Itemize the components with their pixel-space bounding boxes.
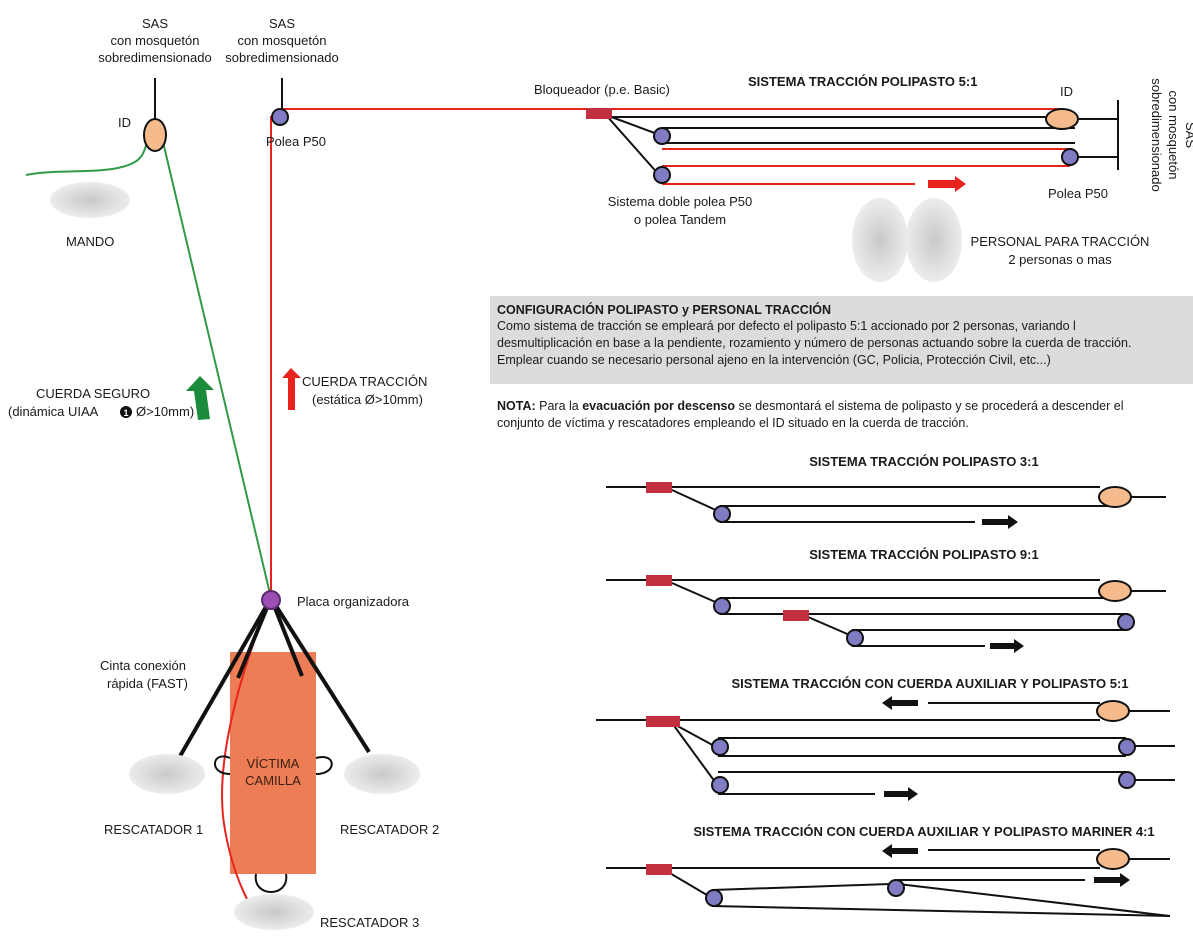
cuerda-traccion-sub: (estática Ø>10mm) bbox=[312, 392, 423, 407]
nota-line-1: NOTA: Para la evacuación por descenso se… bbox=[497, 398, 1193, 415]
sas-vertical: SAS con mosquetón sobredimensionado bbox=[1149, 78, 1193, 191]
cuerda-traccion-title: CUERDA TRACCIÓN bbox=[302, 374, 427, 389]
system-9-1-title: SISTEMA TRACCIÓN POLIPASTO 9:1 bbox=[809, 547, 1038, 562]
system-9-1 bbox=[606, 575, 1166, 653]
top-system-title: SISTEMA TRACCIÓN POLIPASTO 5:1 bbox=[748, 74, 977, 89]
rescuer-2-figure bbox=[344, 754, 420, 794]
cuerda-seguro-sub-1: (dinámica UIAA bbox=[8, 404, 99, 419]
config-heading: CONFIGURACIÓN POLIPASTO y PERSONAL TRACC… bbox=[497, 303, 832, 317]
system-mariner-4-1 bbox=[606, 844, 1171, 917]
system-aux-5-1 bbox=[596, 696, 1175, 801]
id-device bbox=[143, 118, 167, 152]
sas-1-line-2: con mosquetón bbox=[111, 33, 200, 48]
nota-pre: Para la bbox=[535, 399, 583, 413]
rescuer-3-figure bbox=[234, 894, 314, 930]
pulley-double-bottom bbox=[653, 166, 671, 184]
cinta-line-2: rápida (FAST) bbox=[107, 676, 188, 691]
fast-strap-3 bbox=[236, 597, 273, 679]
sas-1-line-1: SAS bbox=[142, 16, 168, 31]
sas-1-line-3: sobredimensionado bbox=[98, 50, 211, 65]
info-number-1-text: 1 bbox=[123, 408, 128, 418]
system-top-5-1 bbox=[586, 100, 1119, 192]
system-aux-5-1-title: SISTEMA TRACCIÓN CON CUERDA AUXILIAR Y P… bbox=[731, 676, 1128, 691]
handle-left bbox=[214, 755, 231, 775]
system-3-1 bbox=[606, 482, 1166, 529]
sas-vertical-line-2: con mosquetón bbox=[1166, 91, 1181, 180]
sas-vertical-line-1: SAS bbox=[1183, 122, 1193, 148]
config-line-3: Emplear cuando se necesario personal aje… bbox=[497, 353, 1051, 367]
fast-strap-4 bbox=[269, 597, 304, 677]
rescuer-1-figure bbox=[129, 754, 205, 794]
arrow-right-red-icon bbox=[928, 176, 966, 192]
polea-p50-right-label: Polea P50 bbox=[1048, 186, 1108, 201]
cuerda-seguro-sub-2: Ø>10mm) bbox=[136, 404, 194, 419]
organizer-plate bbox=[261, 590, 281, 610]
id-device-top bbox=[1045, 108, 1079, 130]
safety-rope bbox=[162, 141, 272, 599]
nota-line-2: conjunto de víctima y rescatadores emple… bbox=[497, 416, 969, 430]
sas-2-line-1: SAS bbox=[269, 16, 295, 31]
pulley-p50-right bbox=[1061, 148, 1079, 166]
nota-post: se desmontará el sistema de polipasto y … bbox=[735, 399, 1124, 413]
doble-polea-line-1: Sistema doble polea P50 bbox=[608, 194, 753, 209]
personal-line-2: 2 personas o mas bbox=[1008, 252, 1112, 267]
id-top-label: ID bbox=[1060, 84, 1073, 99]
handle-right bbox=[315, 755, 333, 775]
doble-polea-line-2: o polea Tandem bbox=[634, 212, 726, 227]
victima-line-2: CAMILLA bbox=[245, 773, 301, 788]
rescatador-2-label: RESCATADOR 2 bbox=[340, 822, 439, 837]
system-3-1-title: SISTEMA TRACCIÓN POLIPASTO 3:1 bbox=[809, 454, 1038, 469]
mando-label: MANDO bbox=[66, 234, 114, 249]
traction-person-2 bbox=[906, 198, 962, 282]
rescatador-3-label: RESCATADOR 3 bbox=[320, 915, 419, 930]
rescatador-1-label: RESCATADOR 1 bbox=[104, 822, 203, 837]
safety-rope-tail bbox=[25, 139, 149, 176]
pulley-double-top bbox=[653, 127, 671, 145]
config-line-1: Como sistema de tracción se empleará por… bbox=[497, 319, 1076, 333]
arrow-left-icon bbox=[882, 844, 918, 858]
pulley-p50-left bbox=[271, 108, 289, 126]
polea-p50-left-label: Polea P50 bbox=[266, 134, 326, 149]
arrow-up-red-icon bbox=[282, 368, 301, 410]
config-line-2: desmultiplicación en base a la pendiente… bbox=[497, 336, 1132, 350]
nota-label: NOTA: bbox=[497, 399, 536, 413]
personal-line-1: PERSONAL PARA TRACCIÓN bbox=[971, 234, 1150, 249]
arrow-up-green-icon bbox=[186, 376, 214, 420]
arrow-right-icon bbox=[982, 515, 1018, 529]
nota-bold: evacuación por descenso bbox=[582, 399, 736, 413]
fast-strap-1 bbox=[177, 597, 273, 759]
blocker-top bbox=[586, 108, 612, 119]
cinta-line-1: Cinta conexión bbox=[100, 658, 186, 673]
placa-label: Placa organizadora bbox=[297, 594, 410, 609]
arrow-right-icon bbox=[884, 787, 918, 801]
bloqueador-label: Bloqueador (p.e. Basic) bbox=[534, 82, 670, 97]
fast-strap-2 bbox=[269, 596, 371, 754]
sas-2-line-3: sobredimensionado bbox=[225, 50, 338, 65]
arrow-right-icon bbox=[1094, 873, 1130, 887]
stretcher bbox=[230, 652, 316, 874]
system-mariner-title: SISTEMA TRACCIÓN CON CUERDA AUXILIAR Y P… bbox=[693, 824, 1154, 839]
info-number-1-icon bbox=[120, 406, 132, 418]
id-label: ID bbox=[118, 115, 131, 130]
config-box bbox=[490, 296, 1193, 384]
arrow-left-icon bbox=[882, 696, 918, 710]
victima-line-1: VÍCTIMA bbox=[247, 756, 300, 771]
mando-figure bbox=[50, 182, 130, 218]
handle-bottom bbox=[254, 873, 288, 893]
traction-person-1 bbox=[852, 198, 908, 282]
sas-2-line-2: con mosquetón bbox=[238, 33, 327, 48]
arrow-right-icon bbox=[990, 639, 1024, 653]
cuerda-seguro-title: CUERDA SEGURO bbox=[36, 386, 150, 401]
sas-vertical-line-3: sobredimensionado bbox=[1149, 78, 1164, 191]
